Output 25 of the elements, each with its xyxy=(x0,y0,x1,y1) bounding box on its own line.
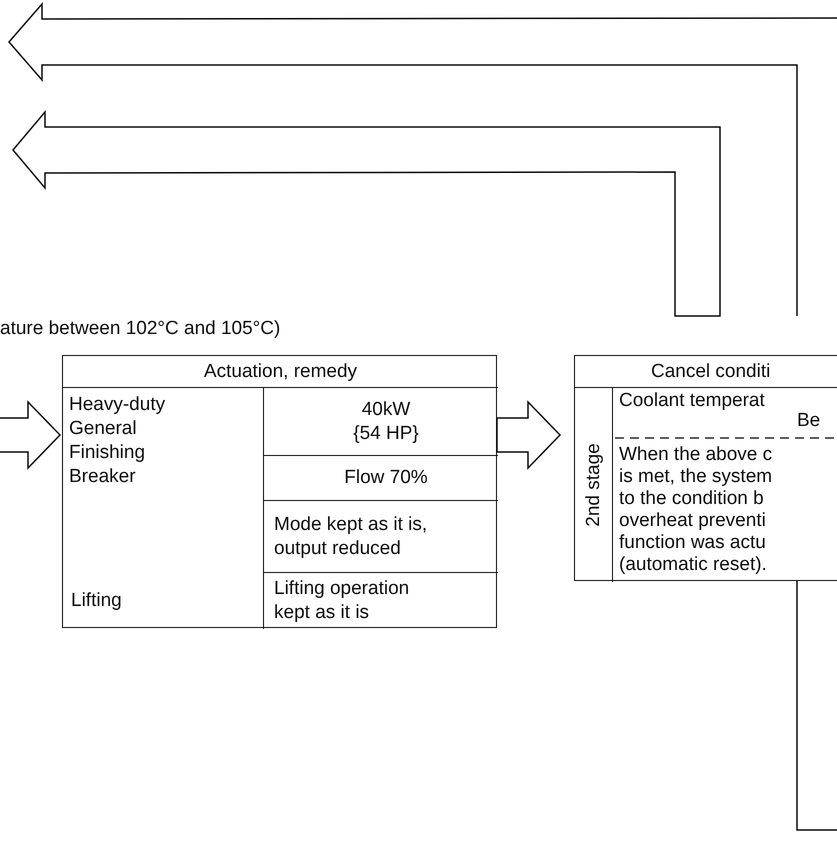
table-cell-text: (automatic reset). xyxy=(619,554,768,576)
table-cell-text: Finishing xyxy=(69,441,146,465)
table-cell-text: Breaker xyxy=(69,465,137,489)
table xyxy=(574,355,837,581)
table-cell: Mode kept as it is, output reduced xyxy=(263,501,498,573)
table-cell-text: to the condition b xyxy=(619,488,765,510)
table-cell-text: Heavy-duty xyxy=(69,393,166,417)
table-header: Actuation, remedy xyxy=(63,356,498,388)
table-cell: Lifting operation kept as it is xyxy=(263,573,498,629)
table-cell-text: When the above c xyxy=(619,444,774,466)
note-text: ature between 102°C and 105°C) xyxy=(0,318,280,340)
table-header: Cancel conditi xyxy=(575,356,837,388)
table-cell-text: overheat preventi xyxy=(619,510,767,532)
table xyxy=(62,355,497,628)
table-cell-text: is met, the system xyxy=(619,466,774,488)
table-cell-text: General xyxy=(69,417,138,441)
table-cell-text: Lifting xyxy=(70,589,123,613)
table-cell-text: function was actu xyxy=(619,532,767,554)
table-cell-text: 2nd stage xyxy=(582,443,604,527)
table-cell: 40kW {54 HP} xyxy=(263,388,498,456)
table-cell-text: Coolant temperat xyxy=(619,390,766,412)
block-arrow xyxy=(0,400,62,470)
table-cell-text: Be xyxy=(797,410,822,432)
block-arrow xyxy=(496,400,562,470)
table-cell: Flow 70% xyxy=(263,456,498,501)
